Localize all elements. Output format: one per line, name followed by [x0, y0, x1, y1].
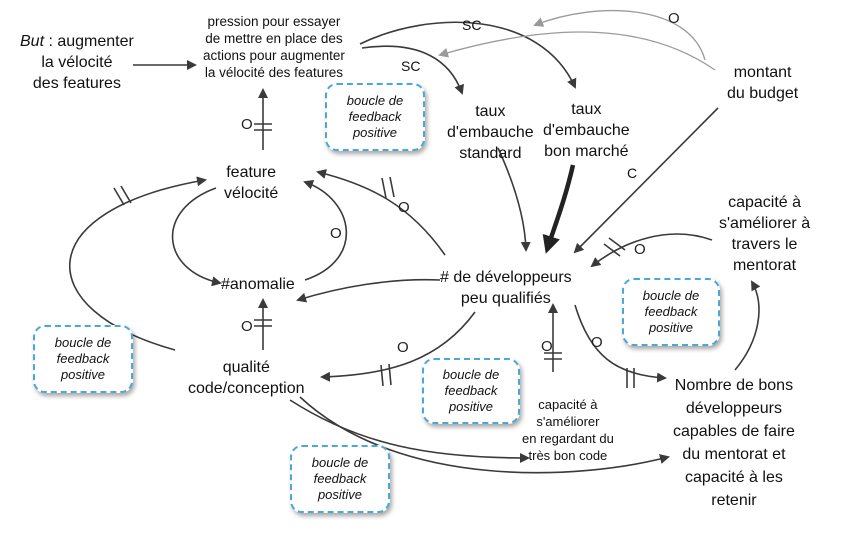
loop-box-right: boucle de feedback positive — [622, 278, 720, 346]
arrow-bons-dev-mentorat — [734, 280, 761, 371]
arrow-budget-dev — [573, 107, 719, 254]
delay-mark-qualite-anomalie — [254, 319, 272, 327]
arrow-mentorat-dev — [590, 233, 713, 268]
delay-mark-outer-loop — [113, 185, 132, 206]
node-feature-velocite: feature vélocité — [224, 164, 279, 202]
arrow-budget-taux-faint — [533, 10, 706, 61]
delay-mark-dev-bons — [626, 368, 635, 388]
arrow-velocite-anomalie — [171, 187, 222, 287]
tag-c: C — [627, 165, 638, 181]
arrow-taux-marche-dev — [542, 164, 576, 254]
polarity-o-budget: O — [668, 10, 680, 27]
node-developpeurs: # de développeurs peu qualifiés — [440, 269, 572, 307]
polarity-o-dev-qualite: O — [397, 339, 409, 356]
node-taux-standard: taux d'embauche standard — [447, 103, 534, 162]
node-qualite: qualité code/conception — [188, 359, 305, 397]
polarity-o-dev-bons: O — [591, 334, 603, 351]
arrow-dev-velocite — [316, 169, 446, 256]
loop-box-center: boucle de feedback positive — [422, 358, 520, 424]
loop-box-bottom: boucle de feedback positive — [290, 445, 390, 513]
loop-box-left: boucle de feedback positive — [33, 325, 133, 393]
tag-sc-1: SC — [462, 17, 482, 33]
node-capacite-code: capacité à s'améliorer en regardant du t… — [522, 397, 614, 463]
arrow-anomalie-velocite — [303, 180, 348, 281]
arrow-dev-qualite — [320, 311, 476, 382]
node-taux-marche: taux d'embauche bon marché — [543, 101, 630, 160]
arrow-dev-anomalie — [296, 278, 441, 303]
polarity-o-anomalie-velocite: O — [330, 225, 342, 242]
polarity-o-mentorat: O — [634, 241, 646, 258]
delay-mark-dev-qualite — [380, 363, 392, 387]
arrow-pression-taux-standard — [361, 45, 464, 95]
delay-mark-velocite-pression — [254, 123, 272, 131]
node-anomalie: #anomalie — [221, 276, 295, 293]
delay-mark-dev-velocite — [381, 176, 395, 199]
delay-mark-mentorat — [603, 237, 626, 257]
arrow-budget-pression-faint — [438, 31, 716, 71]
node-bons-developpeurs: Nombre de bons développeurs capables de … — [673, 377, 795, 509]
arrow-taux-standard-dev — [497, 147, 531, 252]
polarity-o-capacite-code: O — [541, 338, 553, 355]
node-pression: pression pour essayer de mettre en place… — [203, 14, 345, 80]
loop-box-top: boucle de feedback positive — [325, 83, 425, 151]
tag-sc-2: SC — [401, 58, 421, 74]
arrow-qualite-capacite-code — [289, 399, 530, 463]
arrow-pression-taux-marche — [359, 21, 577, 89]
goal-label: But — [20, 33, 45, 50]
delay-mark-capacite-code — [544, 352, 562, 360]
node-capacite-mentorat: capacité à s'améliorer à travers le ment… — [719, 194, 811, 274]
polarity-o-dev-velocite: O — [398, 199, 410, 216]
arrow-qualite-bons-dev — [299, 396, 670, 474]
polarity-o-qualite-anomalie: O — [241, 318, 253, 335]
goal-text: But : augmenter la vélocité des features — [20, 33, 134, 92]
polarity-o-velocite-pression: O — [241, 116, 253, 133]
node-budget: montant du budget — [727, 64, 799, 102]
arrow-dev-bons-dev — [574, 304, 667, 383]
